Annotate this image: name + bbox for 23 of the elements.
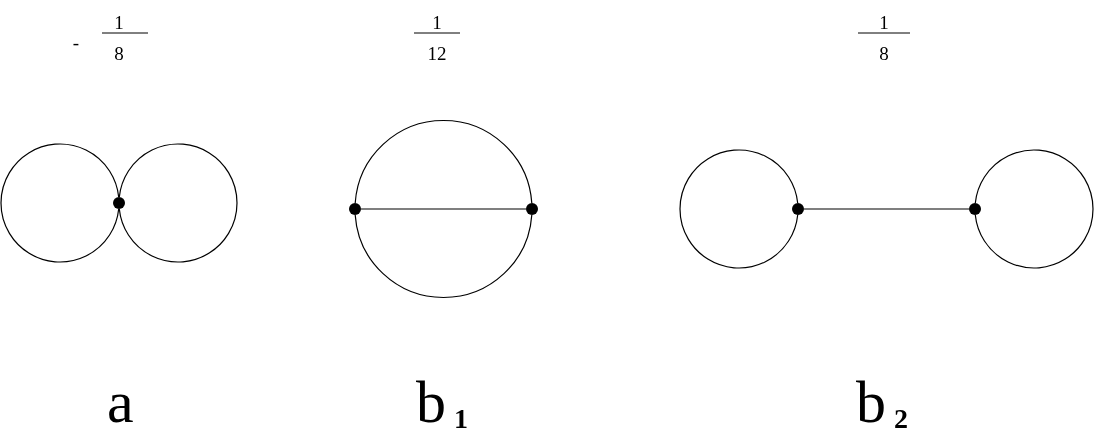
- coefficient-text: -: [72, 33, 80, 52]
- vertex-dot: [526, 203, 538, 215]
- propagator-line: [803, 208, 970, 210]
- vertex-dot: [969, 203, 981, 215]
- propagator-line: [354, 119, 533, 204]
- propagator-line: [0, 143, 120, 263]
- propagator-line: [360, 208, 527, 210]
- coefficient-text: 12: [427, 44, 447, 63]
- propagator-line: [679, 149, 799, 269]
- diagram-label: b$_{1}$: [416, 372, 468, 433]
- vertex-dot: [349, 203, 361, 215]
- coefficient-text: 1: [432, 13, 442, 32]
- propagator-line: [974, 149, 1094, 269]
- propagator-line: [118, 143, 238, 263]
- diagram-label: b$_{2}$: [856, 372, 908, 433]
- coefficient-text: 1: [114, 13, 124, 32]
- coefficient-text: 1: [879, 13, 889, 32]
- propagator-line: [354, 214, 533, 299]
- coefficient-text: 8: [114, 44, 124, 63]
- coefficient-text: 8: [879, 44, 889, 63]
- diagram-label: a: [107, 372, 134, 432]
- vertex-dot: [792, 203, 804, 215]
- vertex-dot: [113, 197, 125, 209]
